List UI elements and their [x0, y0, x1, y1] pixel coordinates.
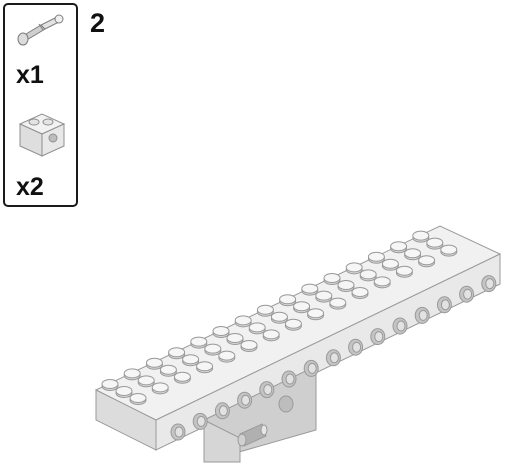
beam-hole-inner — [396, 320, 406, 332]
stud-top — [151, 382, 169, 393]
stud-top — [196, 361, 214, 372]
technic-brick-1x2-icon — [18, 113, 66, 157]
beam-hole-inner — [307, 362, 317, 374]
stud-top — [270, 311, 288, 322]
stud-top — [240, 340, 258, 350]
stud-top — [168, 347, 186, 358]
axle-pin-icon — [17, 14, 64, 46]
beam-end-face — [95, 389, 157, 451]
stud-top — [418, 255, 436, 266]
stud-top — [359, 269, 377, 280]
stud-top — [395, 265, 413, 276]
stud-top — [279, 294, 297, 305]
part-quantity: x2 — [16, 173, 44, 201]
beam-hole-inner — [174, 426, 184, 438]
stud-top — [145, 357, 163, 368]
stud-top — [323, 273, 341, 283]
stud-top — [115, 386, 133, 396]
stud-top — [123, 368, 141, 379]
beam-hole-inner — [329, 352, 339, 364]
part-quantity: x1 — [16, 61, 44, 89]
stud-top — [256, 304, 274, 315]
beam-hole-inner — [485, 278, 495, 290]
support-block-side — [203, 419, 241, 463]
stud-top — [262, 329, 280, 340]
stud-top — [159, 364, 177, 375]
beam-hole-inner — [374, 331, 384, 343]
beam-hole-inner — [418, 309, 428, 321]
stud-top — [248, 322, 266, 333]
support-hole — [278, 395, 294, 413]
stud-top — [284, 318, 302, 329]
stud-top — [351, 287, 369, 297]
stud-top — [390, 241, 408, 252]
beam-hole-inner — [218, 405, 228, 417]
step-number: 2 — [90, 8, 106, 38]
stud-top — [173, 371, 191, 382]
beam-hole-inner — [285, 373, 295, 385]
stud-top — [412, 230, 430, 241]
beam-hole-inner — [263, 384, 273, 396]
stud-top — [101, 379, 119, 389]
stud-top — [182, 354, 200, 365]
stud-top — [307, 308, 325, 319]
stud-top — [404, 248, 422, 259]
stud-top — [373, 276, 391, 287]
stud-top — [226, 333, 244, 343]
stud-top — [337, 280, 355, 290]
stud-top — [440, 244, 458, 255]
stud-top — [234, 315, 252, 326]
stud-top — [381, 258, 399, 269]
stud-top — [137, 375, 155, 386]
stud-top — [218, 350, 236, 361]
stud-top — [129, 393, 147, 403]
axle-pin-tip — [260, 424, 268, 436]
beam-hole-inner — [196, 415, 206, 427]
stud-top — [367, 251, 385, 262]
beam-hole-inner — [352, 341, 362, 353]
stud-top — [293, 301, 311, 312]
beam-hole-inner — [241, 394, 251, 406]
stud-top — [190, 336, 208, 347]
axle-pin-end — [237, 433, 247, 447]
stud-top — [329, 297, 347, 308]
parts-list-box: x1 x2 — [3, 3, 78, 207]
beam-hole-inner — [463, 288, 473, 300]
stud-top — [301, 283, 319, 294]
stud-top — [204, 343, 222, 354]
stud-top — [426, 237, 444, 248]
beam-hole-inner — [440, 299, 450, 311]
stud-top — [315, 290, 333, 301]
technic-beam-assembly — [94, 225, 502, 463]
stud-top — [345, 262, 363, 273]
stud-top — [212, 326, 230, 336]
